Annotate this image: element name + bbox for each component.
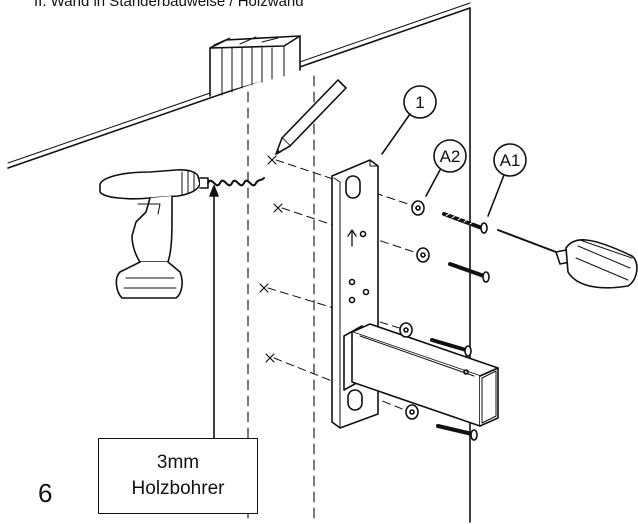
screwdriver-icon	[497, 229, 638, 289]
drill-icon	[99, 169, 209, 299]
label-screw: A1	[500, 151, 521, 170]
drill-marks	[259, 155, 283, 363]
label-washer: A2	[440, 147, 461, 166]
washers	[399, 200, 430, 420]
step-number: 6	[38, 478, 53, 508]
part-callout-bubbles	[381, 85, 527, 217]
drill-bit	[207, 177, 265, 187]
callout-size: 3mm	[156, 452, 200, 473]
callout-tool: Holzbohrer	[131, 478, 225, 499]
pencil-icon	[275, 79, 347, 155]
label-bracket: 1	[415, 93, 424, 112]
square-tube	[351, 323, 499, 427]
section-heading: II. Wand in Ständerbauweise / Holzwand	[34, 0, 304, 10]
callout-leader	[209, 185, 219, 441]
screws	[430, 212, 490, 441]
wooden-stud-icon	[209, 35, 301, 97]
drill-bit-callout-box: 3mm Holzbohrer	[98, 438, 258, 514]
